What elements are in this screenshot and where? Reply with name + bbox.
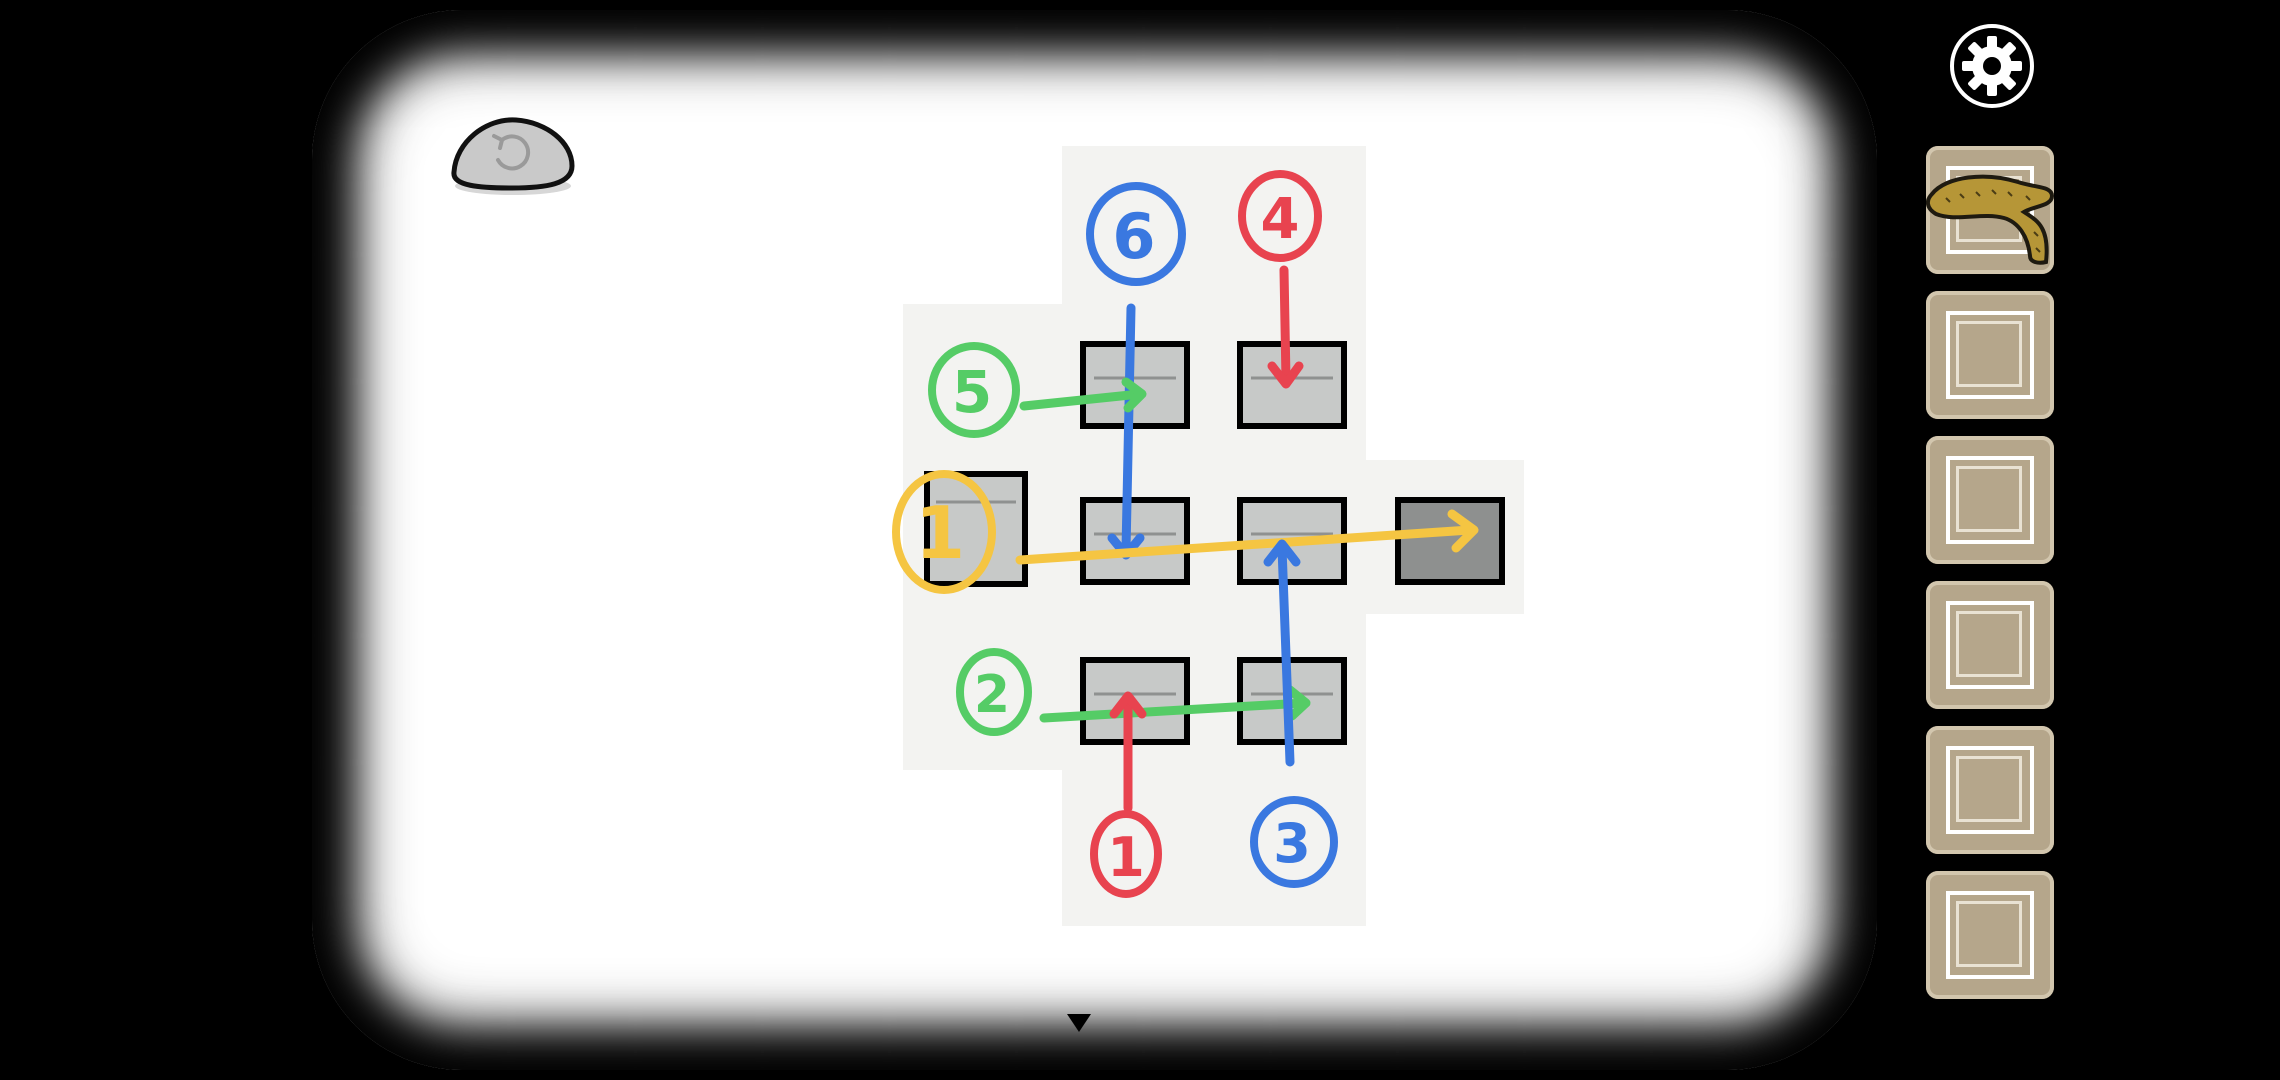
inventory-slot-1[interactable] bbox=[1926, 146, 2054, 274]
rope-icon bbox=[1926, 174, 2054, 265]
gear-icon bbox=[1962, 36, 2022, 96]
arrow-six bbox=[1121, 303, 1136, 555]
svg-text:1: 1 bbox=[915, 491, 965, 575]
inventory-slot-3[interactable] bbox=[1926, 436, 2054, 564]
svg-text:5: 5 bbox=[952, 358, 992, 426]
arrow-five bbox=[1019, 389, 1145, 411]
svg-text:2: 2 bbox=[974, 665, 1010, 725]
navigate-down-button[interactable] bbox=[1064, 1008, 1094, 1038]
puzzle-tile-r3c2[interactable] bbox=[1080, 657, 1190, 745]
label-five: 5 bbox=[928, 342, 1020, 438]
label-six: 6 bbox=[1086, 182, 1186, 286]
svg-text:6: 6 bbox=[1112, 200, 1155, 273]
svg-text:1: 1 bbox=[1107, 826, 1145, 889]
back-stone-button[interactable] bbox=[446, 112, 580, 200]
inventory-panel bbox=[1926, 146, 2056, 1016]
inventory-slot-2[interactable] bbox=[1926, 291, 2054, 419]
inventory-slot-6[interactable] bbox=[1926, 871, 2054, 999]
arrow-one-yellow bbox=[1015, 525, 1475, 565]
puzzle-tile-r2c4[interactable] bbox=[1395, 497, 1505, 585]
triangle-down-icon bbox=[1067, 1014, 1091, 1032]
arrow-two bbox=[1039, 698, 1309, 723]
inventory-slot-5[interactable] bbox=[1926, 726, 2054, 854]
svg-text:4: 4 bbox=[1261, 187, 1300, 252]
label-one-yellow: 1 bbox=[892, 470, 996, 594]
undo-arrow-icon bbox=[492, 134, 531, 171]
inventory-slot-4[interactable] bbox=[1926, 581, 2054, 709]
label-three: 3 bbox=[1250, 796, 1338, 888]
settings-button[interactable] bbox=[1948, 22, 2036, 110]
svg-text:3: 3 bbox=[1273, 812, 1311, 875]
arrow-four bbox=[1279, 265, 1291, 385]
label-two: 2 bbox=[956, 648, 1032, 736]
arrow-three bbox=[1277, 543, 1295, 767]
label-four: 4 bbox=[1238, 170, 1322, 262]
label-one-red: 1 bbox=[1090, 810, 1162, 898]
puzzle-tile-r1c3[interactable] bbox=[1237, 341, 1347, 429]
